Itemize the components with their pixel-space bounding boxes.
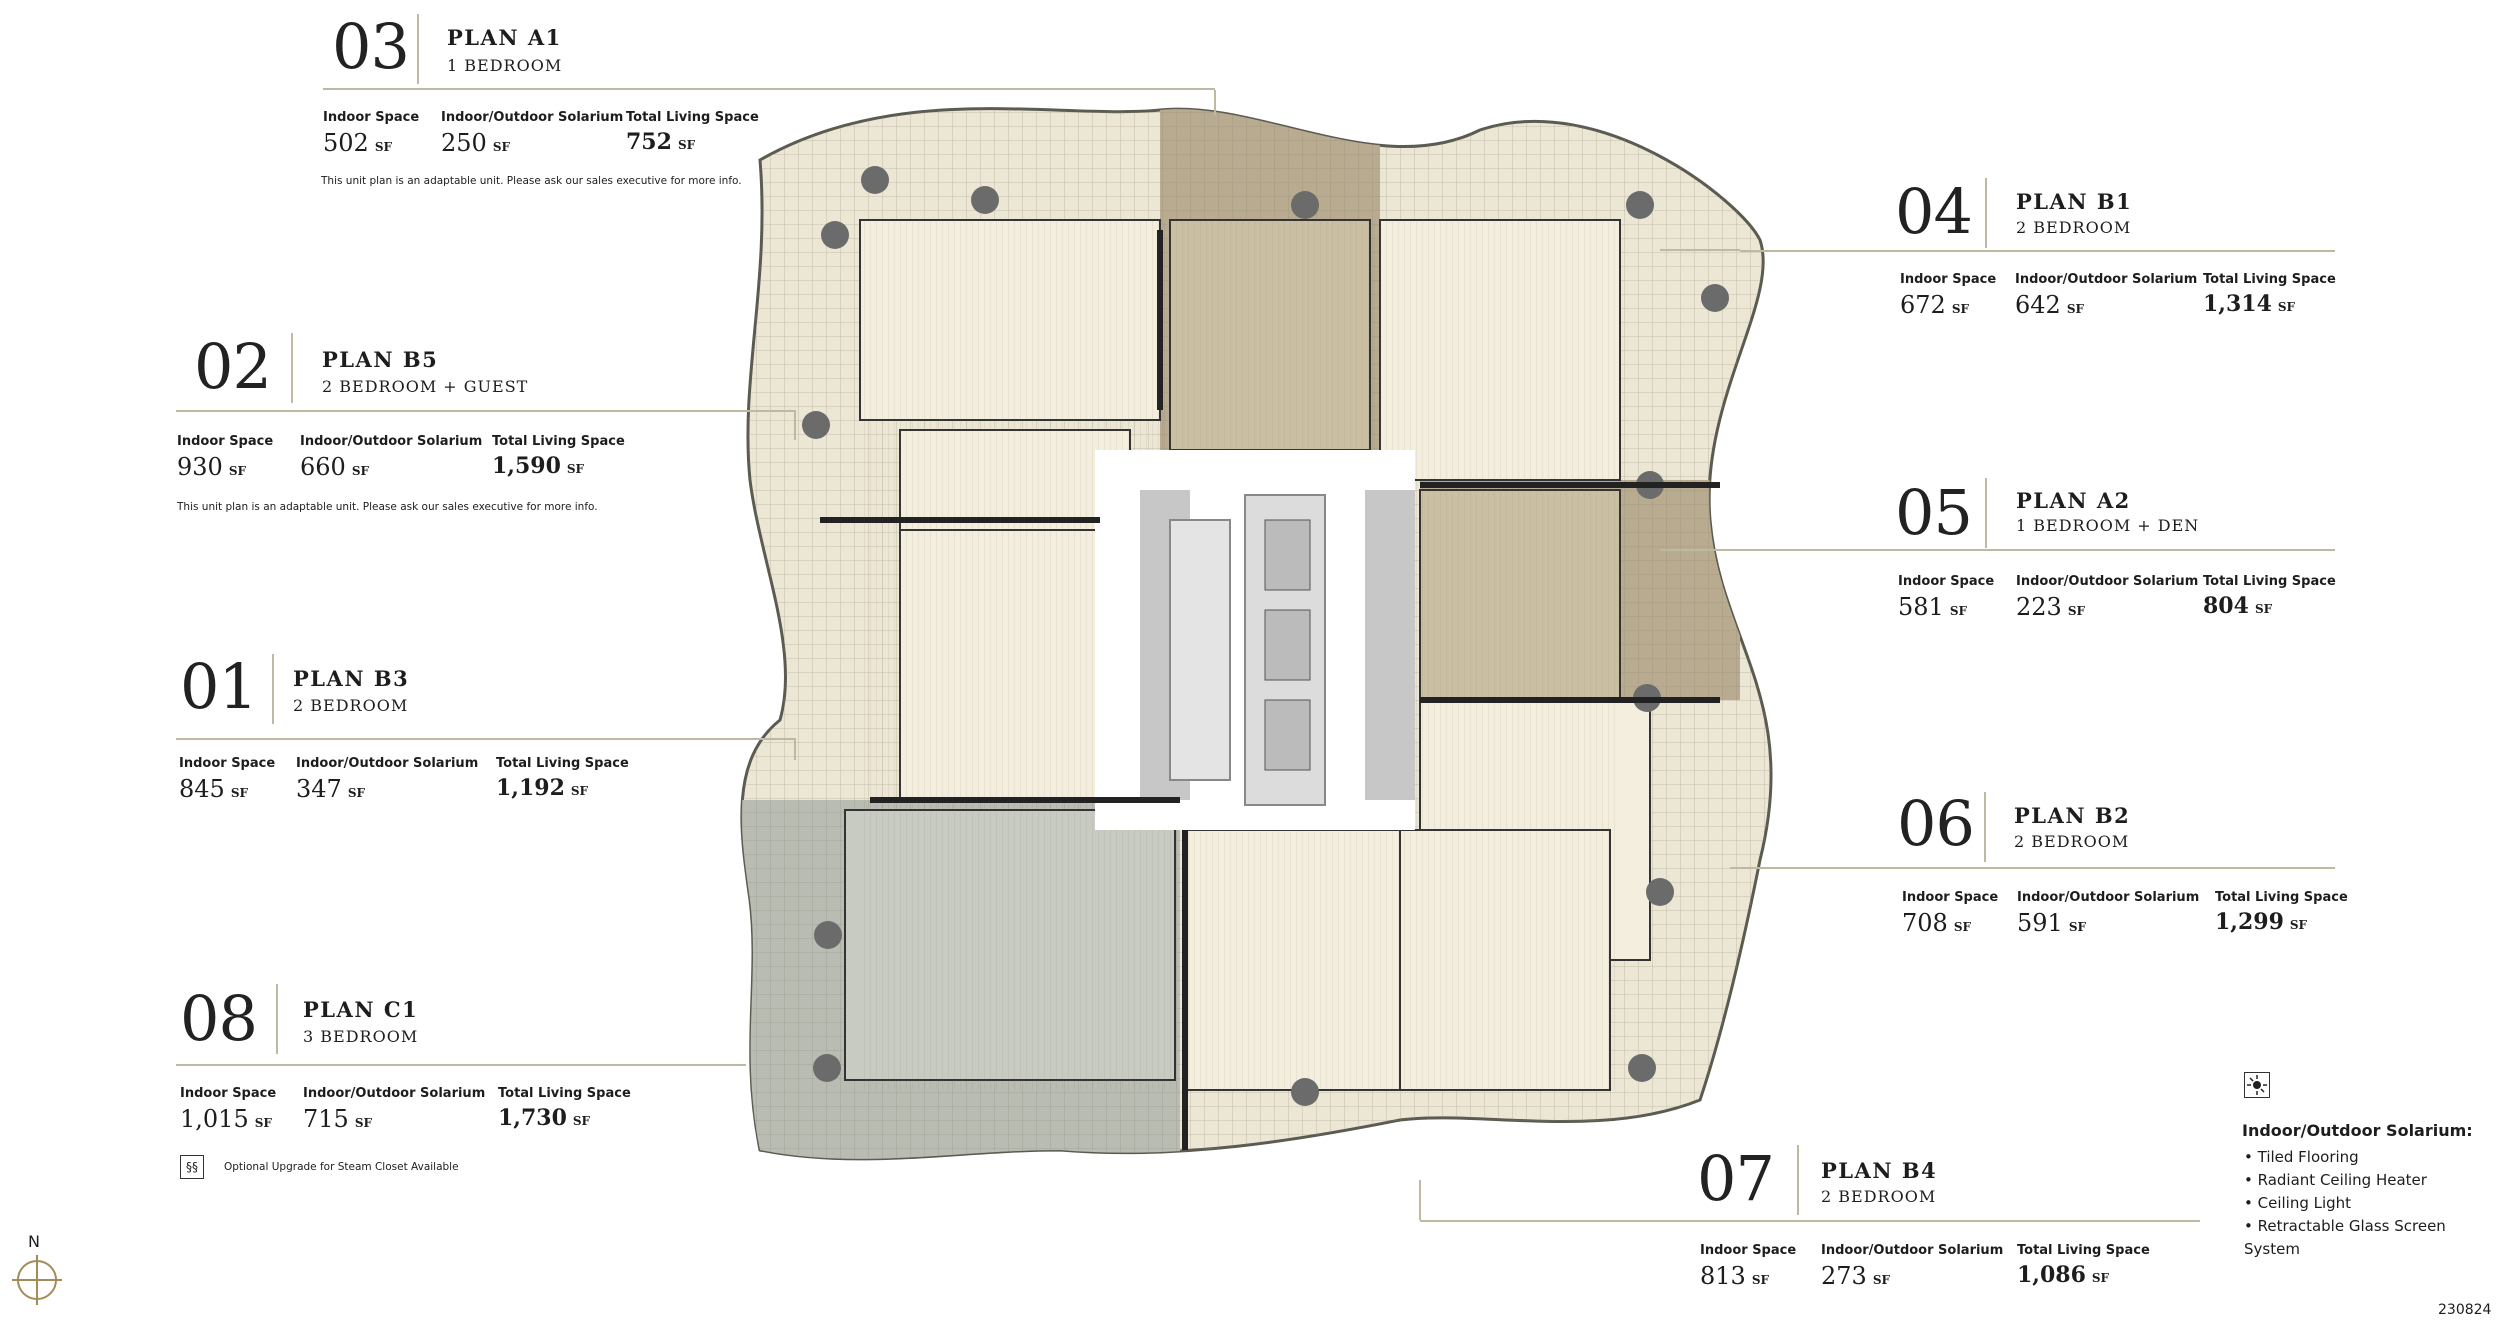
solarium-value: 660 — [300, 453, 346, 481]
total-value: 804 — [2203, 593, 2249, 619]
indoor-value: 813 — [1700, 1262, 1746, 1290]
leader-line — [1760, 867, 2335, 869]
plan-type: 2 BEDROOM + GUEST — [322, 377, 529, 396]
plan-number: 01 — [180, 650, 258, 723]
divider — [417, 14, 419, 84]
plan-number: 06 — [1897, 787, 1975, 860]
divider — [1985, 478, 1987, 548]
plan-type: 2 BEDROOM — [293, 696, 409, 715]
divider — [276, 984, 278, 1054]
plan-name: PLAN C1 — [303, 997, 419, 1022]
divider — [291, 333, 293, 403]
indoor-value: 581 — [1898, 593, 1944, 621]
plan-name: PLAN B4 — [1821, 1158, 1938, 1183]
solarium-value: 715 — [303, 1105, 349, 1133]
legend-item: Radiant Ceiling Heater — [2244, 1169, 2500, 1192]
divider — [1985, 178, 1987, 248]
total-value: 1,730 — [498, 1105, 567, 1131]
plan-number: 07 — [1697, 1142, 1775, 1215]
plan-name: PLAN B5 — [322, 347, 439, 372]
plan-type: 1 BEDROOM + DEN — [2016, 516, 2200, 535]
reference-code: 230824 — [2438, 1302, 2492, 1318]
total-value: 1,314 — [2203, 291, 2272, 317]
total-value: 1,086 — [2017, 1262, 2086, 1288]
plan-name: PLAN A2 — [2016, 488, 2131, 513]
total-value: 752 — [626, 129, 672, 155]
indoor-label: Indoor Space — [323, 110, 420, 125]
solarium-value: 223 — [2016, 593, 2062, 621]
steam-closet-icon: §§ — [180, 1155, 204, 1179]
divider — [1984, 792, 1986, 862]
steam-closet-note: Optional Upgrade for Steam Closet Availa… — [224, 1161, 459, 1173]
total-label: Total Living Space — [626, 110, 759, 125]
plan-name: PLAN B2 — [2014, 803, 2131, 828]
structural-columns — [802, 166, 1729, 1106]
indoor-value: 708 — [1902, 909, 1948, 937]
solarium-value: 273 — [1821, 1262, 1867, 1290]
leader-line — [1740, 250, 2335, 252]
indoor-value: 845 — [179, 775, 225, 803]
legend-item: Ceiling Light — [2244, 1192, 2500, 1215]
plan-number: 03 — [332, 10, 410, 83]
plan-name: PLAN A1 — [447, 25, 562, 50]
leader-line — [323, 88, 1215, 90]
building-outline — [740, 107, 1773, 1161]
leader-line — [176, 1064, 746, 1066]
indoor-value: 672 — [1900, 291, 1946, 319]
leader-line — [1420, 1220, 2200, 1222]
solarium-value: 591 — [2017, 909, 2063, 937]
legend-item: Retractable Glass Screen System — [2244, 1215, 2500, 1261]
leader-line — [176, 410, 796, 412]
building-core — [1095, 450, 1415, 830]
plan-type: 3 BEDROOM — [303, 1027, 419, 1046]
plan-name: PLAN B1 — [2016, 189, 2133, 214]
leader-line — [176, 738, 796, 740]
plan-type: 2 BEDROOM — [1821, 1187, 1937, 1206]
divider — [272, 654, 274, 724]
plan-type: 1 BEDROOM — [447, 56, 563, 75]
plan-name: PLAN B3 — [293, 666, 410, 691]
plan-type: 2 BEDROOM — [2016, 218, 2132, 237]
legend-item: Tiled Flooring — [2244, 1146, 2500, 1169]
adaptable-note: This unit plan is an adaptable unit. Ple… — [321, 175, 742, 187]
divider — [1797, 1145, 1799, 1215]
compass-icon — [12, 1255, 62, 1305]
total-value: 1,299 — [2215, 909, 2284, 935]
legend-title: Indoor/Outdoor Solarium: — [2242, 1121, 2473, 1140]
solarium-heater-icon — [2244, 1072, 2270, 1098]
plan-number: 04 — [1895, 175, 1973, 248]
solarium-value: 250 — [441, 129, 487, 157]
solarium-value: 347 — [296, 775, 342, 803]
indoor-value: 502 — [323, 129, 369, 157]
plan-number: 05 — [1895, 476, 1973, 549]
adaptable-note: This unit plan is an adaptable unit. Ple… — [177, 501, 598, 513]
solarium-value: 642 — [2015, 291, 2061, 319]
indoor-value: 1,015 — [180, 1105, 249, 1133]
indoor-value: 930 — [177, 453, 223, 481]
plan-type: 2 BEDROOM — [2014, 832, 2130, 851]
total-value: 1,192 — [496, 775, 565, 801]
solarium-label: Indoor/Outdoor Solarium — [441, 110, 624, 125]
plan-number: 08 — [180, 982, 258, 1055]
legend-list: Tiled Flooring Radiant Ceiling Heater Ce… — [2244, 1146, 2500, 1261]
compass-letter: N — [28, 1232, 40, 1251]
leader-line — [1720, 549, 2335, 551]
total-value: 1,590 — [492, 453, 561, 479]
plan-number: 02 — [194, 330, 272, 403]
